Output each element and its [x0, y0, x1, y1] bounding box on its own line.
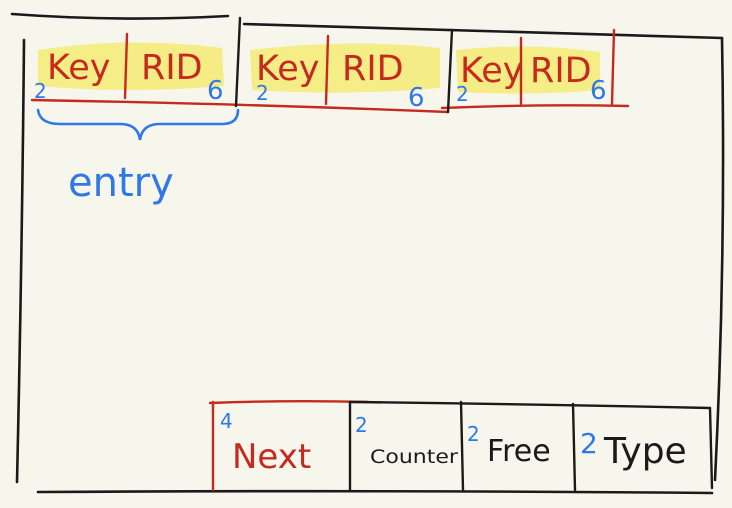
entry-size-annotations: 2 6 2 6 2 6: [34, 76, 607, 113]
entry-2-key-size: 2: [256, 81, 269, 105]
entry-baseline-1: [30, 98, 450, 114]
entry-brace: [36, 108, 240, 141]
footer-type-size: 2: [580, 427, 598, 460]
entry-3-highlight: [456, 46, 600, 94]
footer-next-size: 4: [220, 409, 233, 433]
entry-3-rid-label: RID: [530, 51, 592, 91]
entry-strip-end: [610, 28, 616, 106]
entry-separator-1: [234, 16, 242, 108]
footer-next-label: Next: [232, 437, 311, 477]
entry-1-rid-label: RID: [141, 48, 203, 88]
footer-counter-label: Counter: [370, 446, 458, 468]
footer-divider-3: [571, 402, 577, 492]
entry-2-key-label: Key: [256, 49, 319, 89]
footer-type-label: Type: [603, 431, 687, 472]
page-top-border-left: [10, 12, 230, 20]
entry-1-divider: [123, 32, 129, 100]
footer-free-size: 2: [467, 422, 480, 446]
page-right-border: [713, 36, 725, 482]
entry-3-rid-size: 6: [590, 76, 607, 106]
page-bottom-border: [36, 489, 714, 495]
entry-2-highlight: [250, 43, 440, 93]
footer-free-label: Free: [487, 434, 551, 469]
entry-baseline-2: [440, 104, 630, 110]
footer-top: [348, 400, 712, 410]
entry-annotation-label: entry: [68, 160, 174, 206]
entry-1-key-size: 2: [34, 79, 47, 103]
entry-strip: [30, 28, 630, 114]
entry-2-divider: [324, 34, 330, 106]
entry-2-rid-size: 6: [408, 83, 425, 113]
page-top-border-right: [242, 22, 724, 40]
entry-highlights: [38, 42, 600, 94]
footer-next-top: [208, 400, 370, 405]
entry-2-rid-label: RID: [342, 49, 404, 89]
entry-3-key-label: Key: [460, 51, 523, 91]
entry-separator-2: [446, 28, 454, 114]
entry-1-key-label: Key: [47, 48, 110, 88]
page-footer: [208, 400, 714, 492]
entry-3-key-size: 2: [456, 82, 469, 106]
footer-divider-2: [459, 400, 465, 492]
page-outline: [10, 12, 725, 495]
entry-separators: [234, 16, 454, 114]
entry-1-rid-size: 6: [207, 76, 224, 106]
footer-right: [708, 406, 714, 490]
page-left-border: [15, 38, 26, 484]
footer-labels: 4 Next 2 Counter 2 Free 2 Type: [220, 409, 687, 477]
entry-labels: Key RID Key RID Key RID: [47, 48, 592, 91]
entry-1-highlight: [38, 42, 224, 90]
footer-counter-size: 2: [355, 413, 368, 437]
